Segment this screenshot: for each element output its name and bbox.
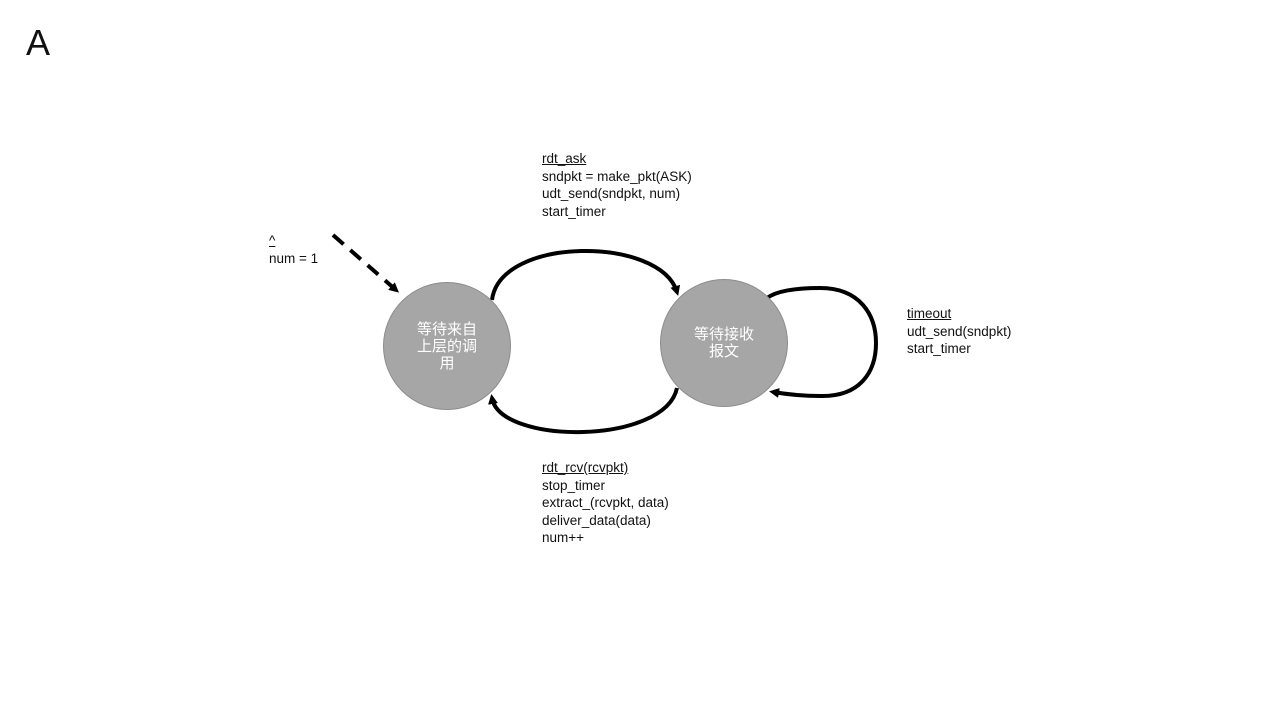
receive-transition-label: rdt_rcv(rcvpkt) stop_timer extract_(rcvp… [542, 459, 669, 547]
send-action: start_timer [542, 203, 606, 219]
init-event: ^ [269, 233, 276, 248]
state-wait-for-packet: 等待接收报文 [660, 279, 788, 407]
timeout-self-loop-arrow [765, 285, 879, 399]
send-action: udt_send(sndpkt, num) [542, 186, 681, 201]
init-action: num = 1 [269, 250, 319, 266]
init-transition-label: ^ num = 1 [269, 232, 318, 267]
receive-event: rdt_rcv(rcvpkt) [542, 460, 629, 475]
receive-action: num++ [542, 530, 585, 545]
send-action: sndpkt = make_pkt(ASK) [542, 168, 692, 184]
send-event: rdt_ask [542, 151, 587, 166]
state-wait-for-call: 等待来自上层的调用 [383, 282, 511, 410]
receive-action: deliver_data(data) [542, 512, 651, 528]
initial-transition-arrow [331, 233, 400, 293]
send-transition-label: rdt_ask sndpkt = make_pkt(ASK) udt_send(… [542, 150, 692, 220]
state-wait-for-call-label: 等待来自上层的调用 [416, 319, 477, 372]
receive-action: stop_timer [542, 477, 606, 493]
timeout-action: start_timer [907, 341, 971, 356]
timeout-transition-label: timeout udt_send(sndpkt) start_timer [907, 305, 1011, 358]
timeout-action: udt_send(sndpkt) [907, 323, 1012, 339]
timeout-event: timeout [907, 306, 952, 321]
state-wait-for-packet-label: 等待接收报文 [693, 325, 754, 360]
slide-label: A [26, 22, 51, 63]
send-transition-arrow [490, 248, 681, 301]
receive-transition-arrow [488, 387, 679, 435]
receive-action: extract_(rcvpkt, data) [542, 495, 669, 510]
